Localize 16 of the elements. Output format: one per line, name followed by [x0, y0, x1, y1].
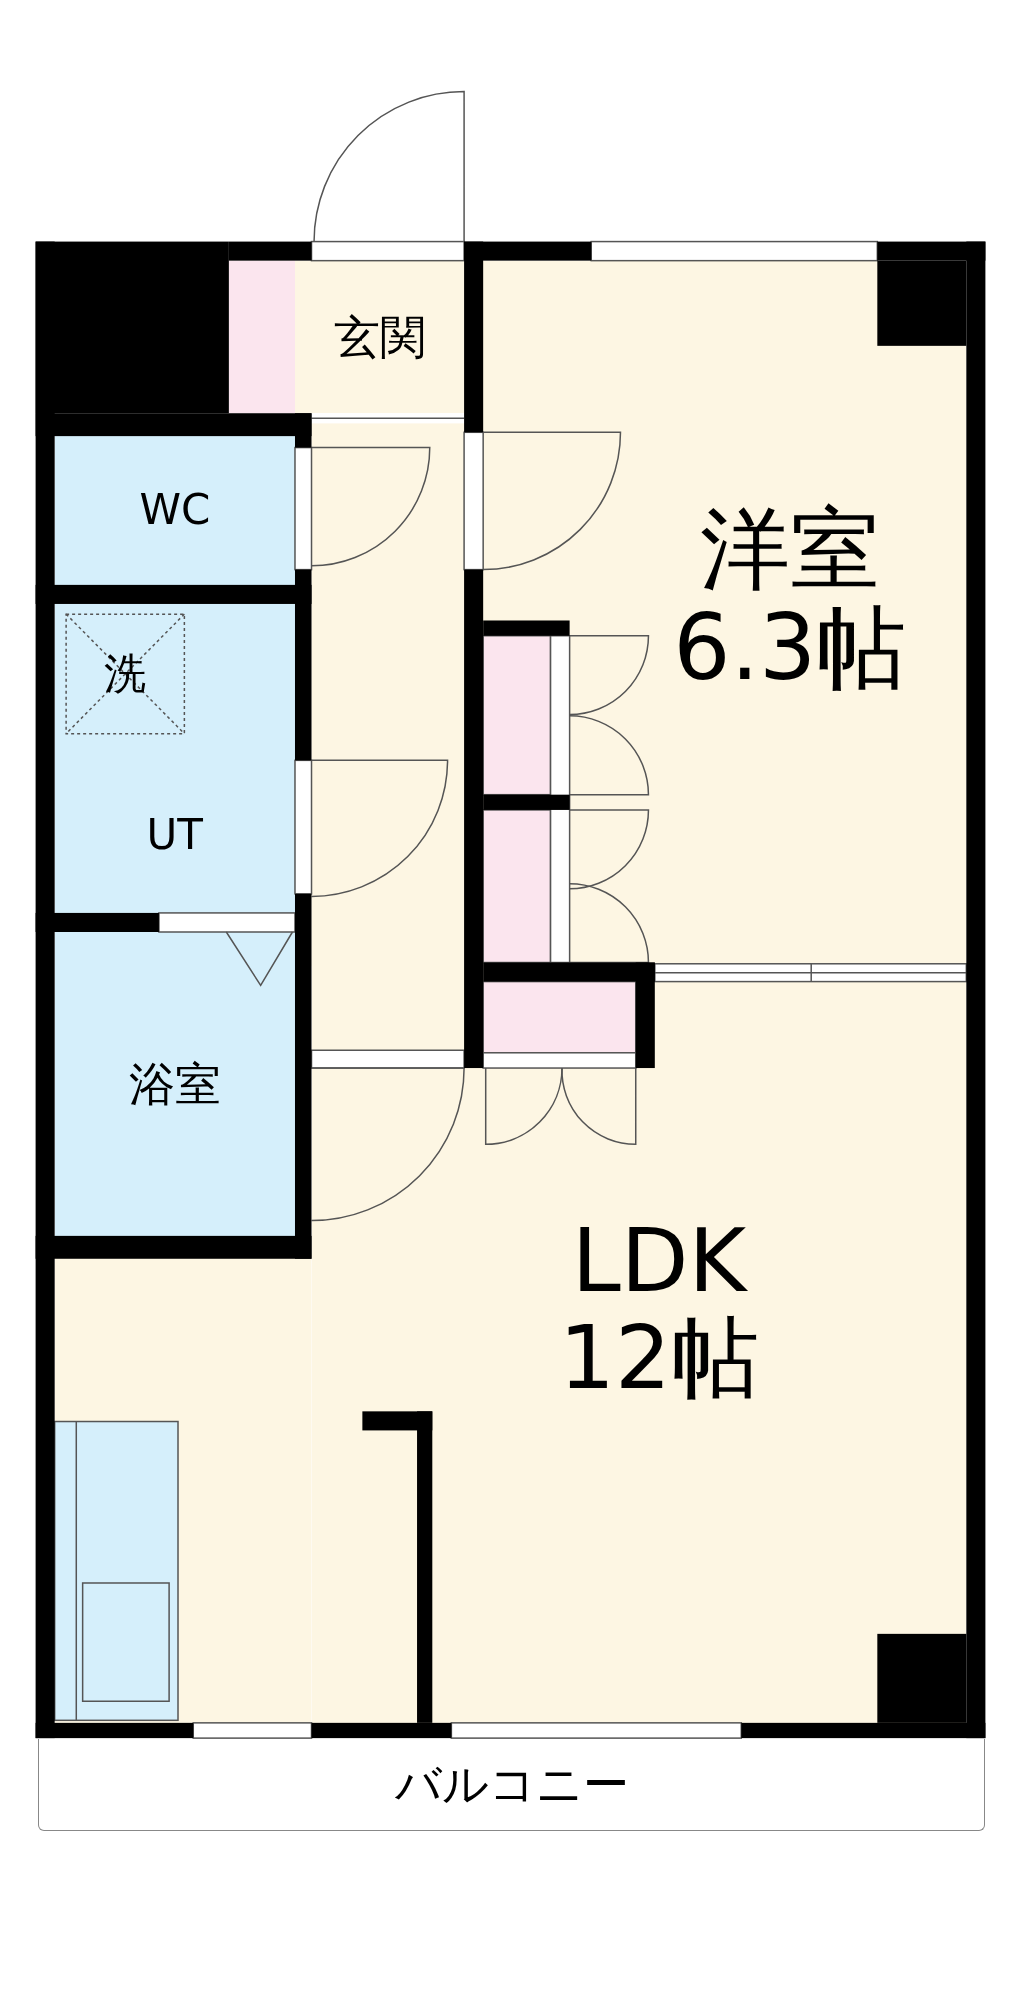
- room-area: [54, 603, 295, 913]
- room-label: WC: [139, 487, 211, 534]
- room-label: UT: [146, 811, 203, 858]
- room-area: [294, 260, 465, 414]
- room-label: 6.3帖: [673, 598, 907, 698]
- room-label: 12帖: [558, 1309, 759, 1407]
- room-area: [311, 966, 967, 1723]
- room-area: [54, 436, 295, 585]
- room-label: 玄関: [333, 311, 426, 363]
- room-label: 洋室: [699, 499, 880, 599]
- room-label: 洗: [104, 650, 147, 697]
- room-label: バルコニー: [394, 1759, 629, 1810]
- room-label: LDK: [571, 1212, 747, 1310]
- room-area: [54, 932, 295, 1236]
- room-label: 浴室: [128, 1058, 221, 1110]
- balcony: [38, 1739, 986, 1831]
